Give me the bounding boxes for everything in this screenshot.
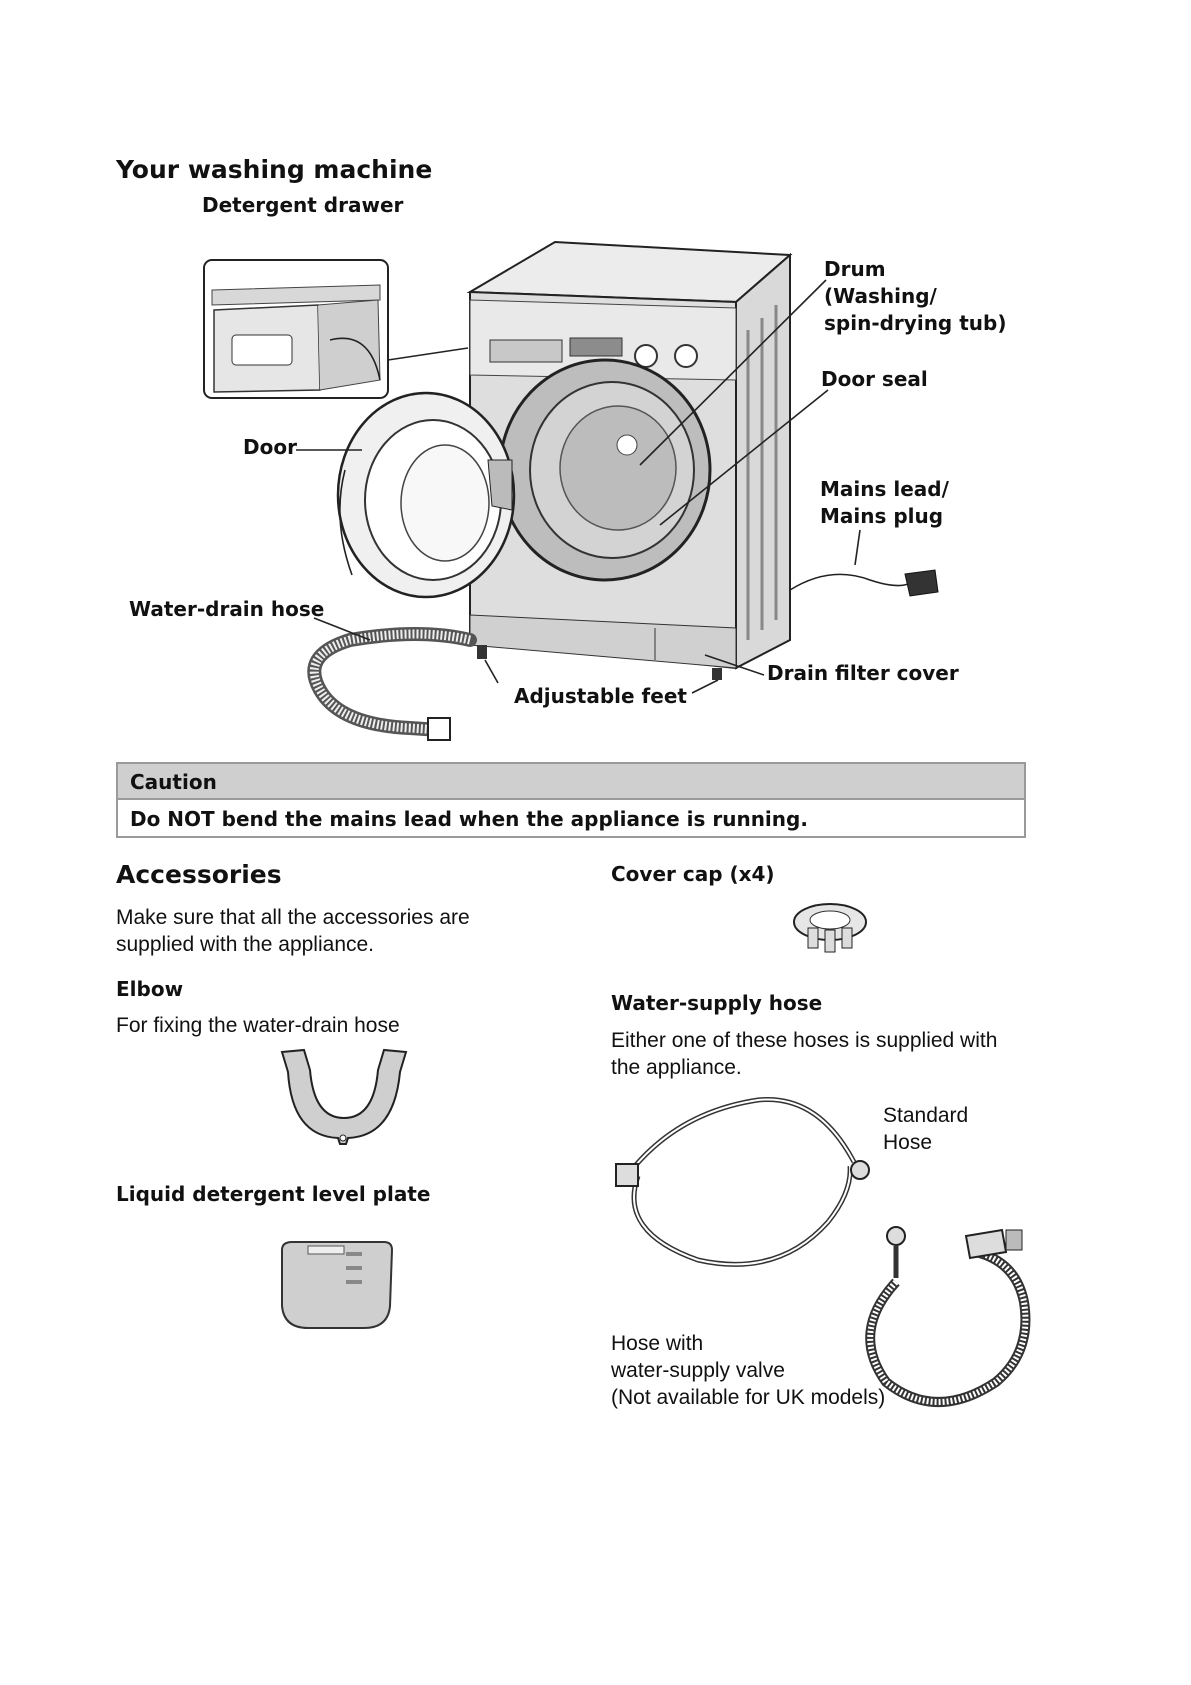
label-mains-line1: Mains lead/ (820, 477, 949, 501)
supply-hose-title: Water-supply hose (611, 991, 823, 1015)
elbow-title: Elbow (116, 977, 184, 1001)
label-door-seal: Door seal (821, 367, 928, 391)
level-plate-title: Liquid detergent level plate (116, 1182, 431, 1206)
label-drum: Drum (Washing/ spin-drying tub) (824, 256, 1006, 337)
cover-cap-image (793, 903, 867, 953)
section-title-accessories: Accessories (116, 860, 282, 889)
elbow-image (280, 1048, 408, 1145)
label-adjustable-feet: Adjustable feet (514, 684, 687, 708)
label-water-drain-hose: Water-drain hose (129, 597, 325, 621)
valve-hose-line1: Hose with (611, 1332, 704, 1355)
label-mains-line2: Mains plug (820, 504, 944, 528)
valve-hose-image (865, 1226, 1031, 1407)
standard-hose-label: Standard Hose (883, 1102, 968, 1156)
valve-hose-label: Hose with water-supply valve (Not availa… (611, 1330, 885, 1411)
caution-heading: Caution (130, 770, 217, 794)
label-detergent-drawer: Detergent drawer (202, 193, 404, 217)
supply-hose-desc-line2: the appliance. (611, 1056, 742, 1079)
washing-machine-illustration (203, 240, 939, 741)
caution-text: Do NOT bend the mains lead when the appl… (130, 807, 808, 831)
label-drum-line2: (Washing/ (824, 284, 937, 308)
label-drum-line1: Drum (824, 257, 886, 281)
valve-hose-line2: water-supply valve (611, 1359, 785, 1382)
elbow-description: For fixing the water-drain hose (116, 1014, 400, 1037)
detergent-drawer-inset-image (203, 259, 469, 399)
label-door: Door (243, 435, 297, 459)
label-mains-lead: Mains lead/ Mains plug (820, 476, 949, 530)
water-drain-hose-image (307, 627, 477, 741)
mains-lead-image (789, 569, 939, 597)
machine-door-image (336, 391, 516, 599)
label-drain-filter-cover: Drain filter cover (767, 661, 959, 685)
section-title-washing-machine: Your washing machine (116, 155, 433, 184)
caution-box: Caution Do NOT bend the mains lead when … (116, 762, 1026, 838)
liquid-detergent-level-plate-image (281, 1241, 394, 1329)
standard-hose-line2: Hose (883, 1131, 933, 1154)
valve-hose-line3: (Not available for UK models) (611, 1386, 886, 1409)
caution-body: Do NOT bend the mains lead when the appl… (118, 800, 1024, 834)
caution-header: Caution (118, 764, 1024, 800)
label-drum-line3: spin-drying tub) (824, 311, 1007, 335)
accessories-intro-line1: Make sure that all the accessories are (116, 906, 470, 929)
supply-hose-description: Either one of these hoses is supplied wi… (611, 1027, 997, 1081)
accessories-intro-line2: supplied with the appliance. (116, 933, 375, 956)
accessories-intro: Make sure that all the accessories are s… (116, 904, 470, 958)
supply-hose-desc-line1: Either one of these hoses is supplied wi… (611, 1029, 998, 1052)
standard-hose-image (615, 1097, 870, 1267)
machine-cabinet-image (466, 240, 793, 680)
cover-cap-title: Cover cap (x4) (611, 862, 775, 886)
standard-hose-line1: Standard (883, 1104, 969, 1127)
